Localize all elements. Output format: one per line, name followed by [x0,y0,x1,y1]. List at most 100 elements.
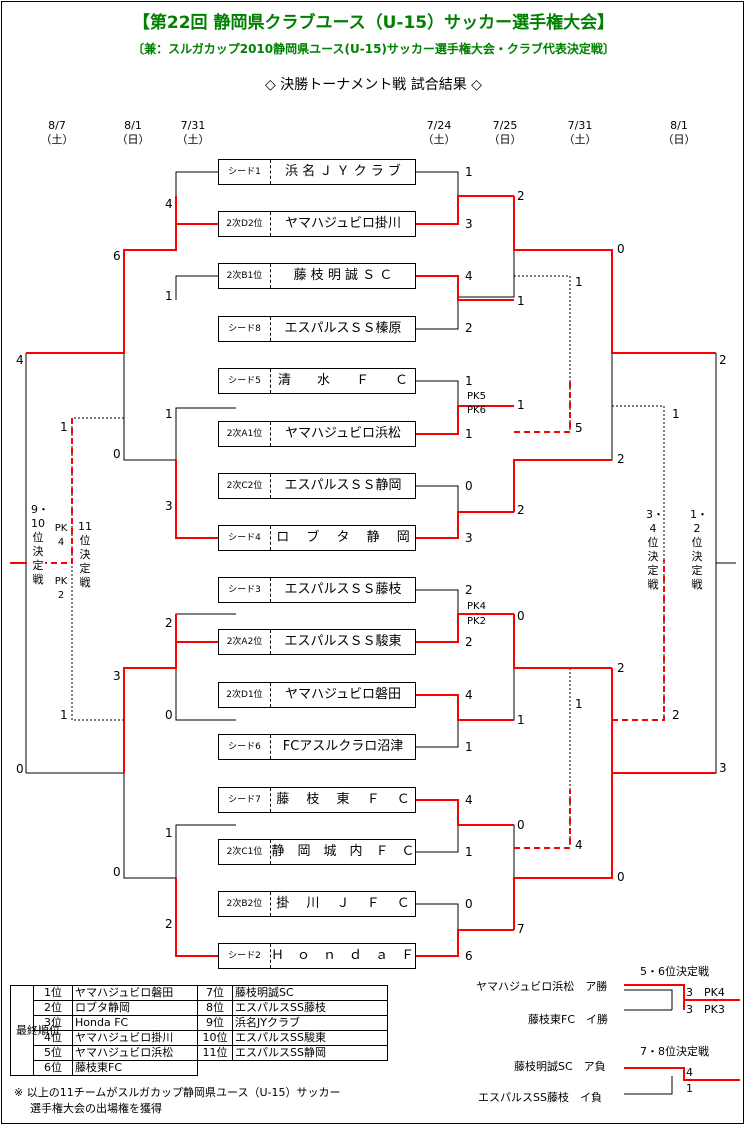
score-lb: 1 [575,697,583,711]
score-r3: 2 [617,452,625,466]
team-name: 藤 枝 東 Ｆ Ｃ [276,792,410,807]
score-r2: 0 [517,609,525,623]
score-left: 3 [165,499,173,513]
label-1112: 11位決定戦 [78,520,92,590]
team: エスパルスSS静岡 [232,1045,388,1061]
pk-score: PK6 [467,405,486,416]
seed-label: 2次D1位 [219,683,271,707]
score-r1: 4 [465,793,473,807]
seed-label: 2次A2位 [219,630,271,654]
score-r2: 2 [517,189,525,203]
score-left: 0 [113,865,121,879]
p78-score-2: 1 [686,1082,693,1095]
score-left: 2 [165,917,173,931]
seed-label: シード2 [219,944,271,968]
rank: 1位 [33,985,73,1001]
label-910-pk-a: PK 4 [52,522,70,550]
team-name: エスパルスＳＳ藤枝 [284,582,402,597]
score-r1: 4 [465,269,473,283]
team: ヤマハジュビロ浜松 [72,1045,198,1061]
date-r1: 7/24（土） [422,119,456,146]
score-r2: 2 [517,503,525,517]
team-name: 清 水 Ｆ Ｃ [277,373,408,388]
score-r3: 0 [617,870,625,884]
rank: 10位 [197,1030,233,1046]
score-left: 1 [165,826,173,840]
score-r1: 0 [465,479,473,493]
score-left: 3 [113,669,121,683]
page-title: 【第22回 静岡県クラブユース（U-15）サッカー選手権大会】 [132,13,615,33]
date-left-r2: 7/31（土） [176,119,210,146]
seed-label: シード5 [219,369,271,393]
rank: 9位 [197,1015,233,1031]
rank [198,1061,233,1076]
score-left: 4 [165,197,173,211]
score-lb: 4 [575,838,583,852]
score-r1: 2 [465,635,473,649]
label-34: 3・4位決定戦 [646,508,664,592]
score-r1: 1 [465,165,473,179]
rank: 6位 [33,1060,73,1076]
rank: 2位 [33,1000,73,1016]
score-r1: 1 [465,845,473,859]
label-12: 1・2位決定戦 [690,508,708,592]
score-r3: 2 [617,661,625,675]
rank: 7位 [197,985,233,1001]
score-final: 2 [719,353,727,367]
team-name: Ｈ ｏ ｎ ｄ ａ Ｆ Ｃ [271,948,415,963]
seed-label: シード4 [219,526,271,550]
score-r3: 0 [617,242,625,256]
seed-label: 2次D2位 [219,212,271,236]
seed-label: 2次A1位 [219,422,271,446]
team-name: ヤマハジュビロ磐田 [284,687,402,702]
seed-label: シード3 [219,578,271,602]
score-r1: 0 [465,897,473,911]
team: 藤枝明誠SC [232,985,388,1001]
score-r1: 1 [465,740,473,754]
rank: 5位 [33,1045,73,1061]
team-name: ヤマハジュビロ掛川 [284,216,402,231]
date-left-r3: 8/1（日） [116,119,150,146]
date-r3: 7/31（土） [563,119,597,146]
score-left: 2 [165,616,173,630]
rank: 11位 [197,1045,233,1061]
team-name: エスパルスＳＳ駿東 [284,634,402,649]
p78-score-1: 4 [686,1066,693,1079]
score-left: 6 [113,249,121,263]
team-box-6: 2次A1位ヤマハジュビロ浜松 [218,421,416,447]
standings-header: 最終順位 [10,985,60,1076]
p56-pk-2: PK3 [704,1003,725,1016]
score-r2: 0 [517,818,525,832]
date-semis: 8/1（日） [662,119,696,146]
p78-team-1: 藤枝明誠SC ア負 [514,1060,606,1073]
team-name: 掛 川 Ｊ Ｆ Ｃ [276,896,410,911]
score-lb: 5 [575,421,583,435]
team-name: ロ ブ タ 静 岡 [276,530,410,545]
p56-team-2: 藤枝東FC イ勝 [528,1013,609,1026]
date-final: 8/7（土） [40,119,74,146]
score-final: 3 [719,761,727,775]
team-name: エスパルスＳＳ榛原 [284,321,402,336]
team-box-7: 2次C2位エスパルスＳＳ静岡 [218,473,416,499]
score-34: 1 [672,407,680,421]
score-r1: 3 [465,217,473,231]
note-line-2: 選手権大会の出場権を獲得 [30,1102,162,1115]
standings-table: 最終順位 1位ヤマハジュビロ磐田 7位藤枝明誠SC 2位ロブタ静岡 8位エスパル… [10,985,388,1076]
rank: 8位 [197,1000,233,1016]
p56-pk-1: PK4 [704,986,725,999]
score-r1: 3 [465,531,473,545]
team [233,1061,388,1076]
team: ロブタ静岡 [72,1000,198,1016]
team-name: 浜 名 Ｊ Ｙ ク ラ ブ [285,164,401,179]
team: ヤマハジュビロ掛川 [72,1030,198,1046]
team-box-8: シード4 ロ ブ タ 静 岡 [218,525,416,551]
seed-label: 2次C2位 [219,474,271,498]
team: エスパルスSS駿東 [232,1030,388,1046]
seed-label: 2次B2位 [219,892,271,916]
team: 浜名JYクラブ [232,1015,388,1031]
